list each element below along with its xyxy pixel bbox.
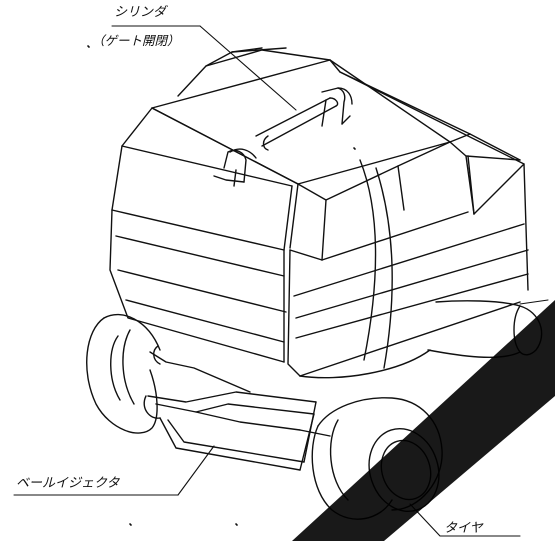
cylinder-gate-note: （ゲート開閉）: [92, 33, 180, 48]
leader-lines: [13, 25, 549, 537]
baler-body: [109, 47, 529, 379]
watermark-stripe: [292, 300, 555, 541]
bale-ejector-frame: [143, 345, 331, 471]
cylinder-label: シリンダ: [114, 5, 167, 20]
hydraulic-cylinder: [213, 87, 353, 187]
cylinder-leader: [199, 25, 297, 111]
tire-label: タイヤ: [444, 521, 483, 536]
bale-ejector-label: ベールイジェクタ: [16, 476, 120, 491]
rear-left-tire: [86, 313, 161, 434]
ejector-leader: [177, 445, 215, 496]
right-edge-leader: [519, 299, 549, 305]
drawing-dots: [87, 45, 356, 526]
tire-leader: [409, 503, 521, 537]
